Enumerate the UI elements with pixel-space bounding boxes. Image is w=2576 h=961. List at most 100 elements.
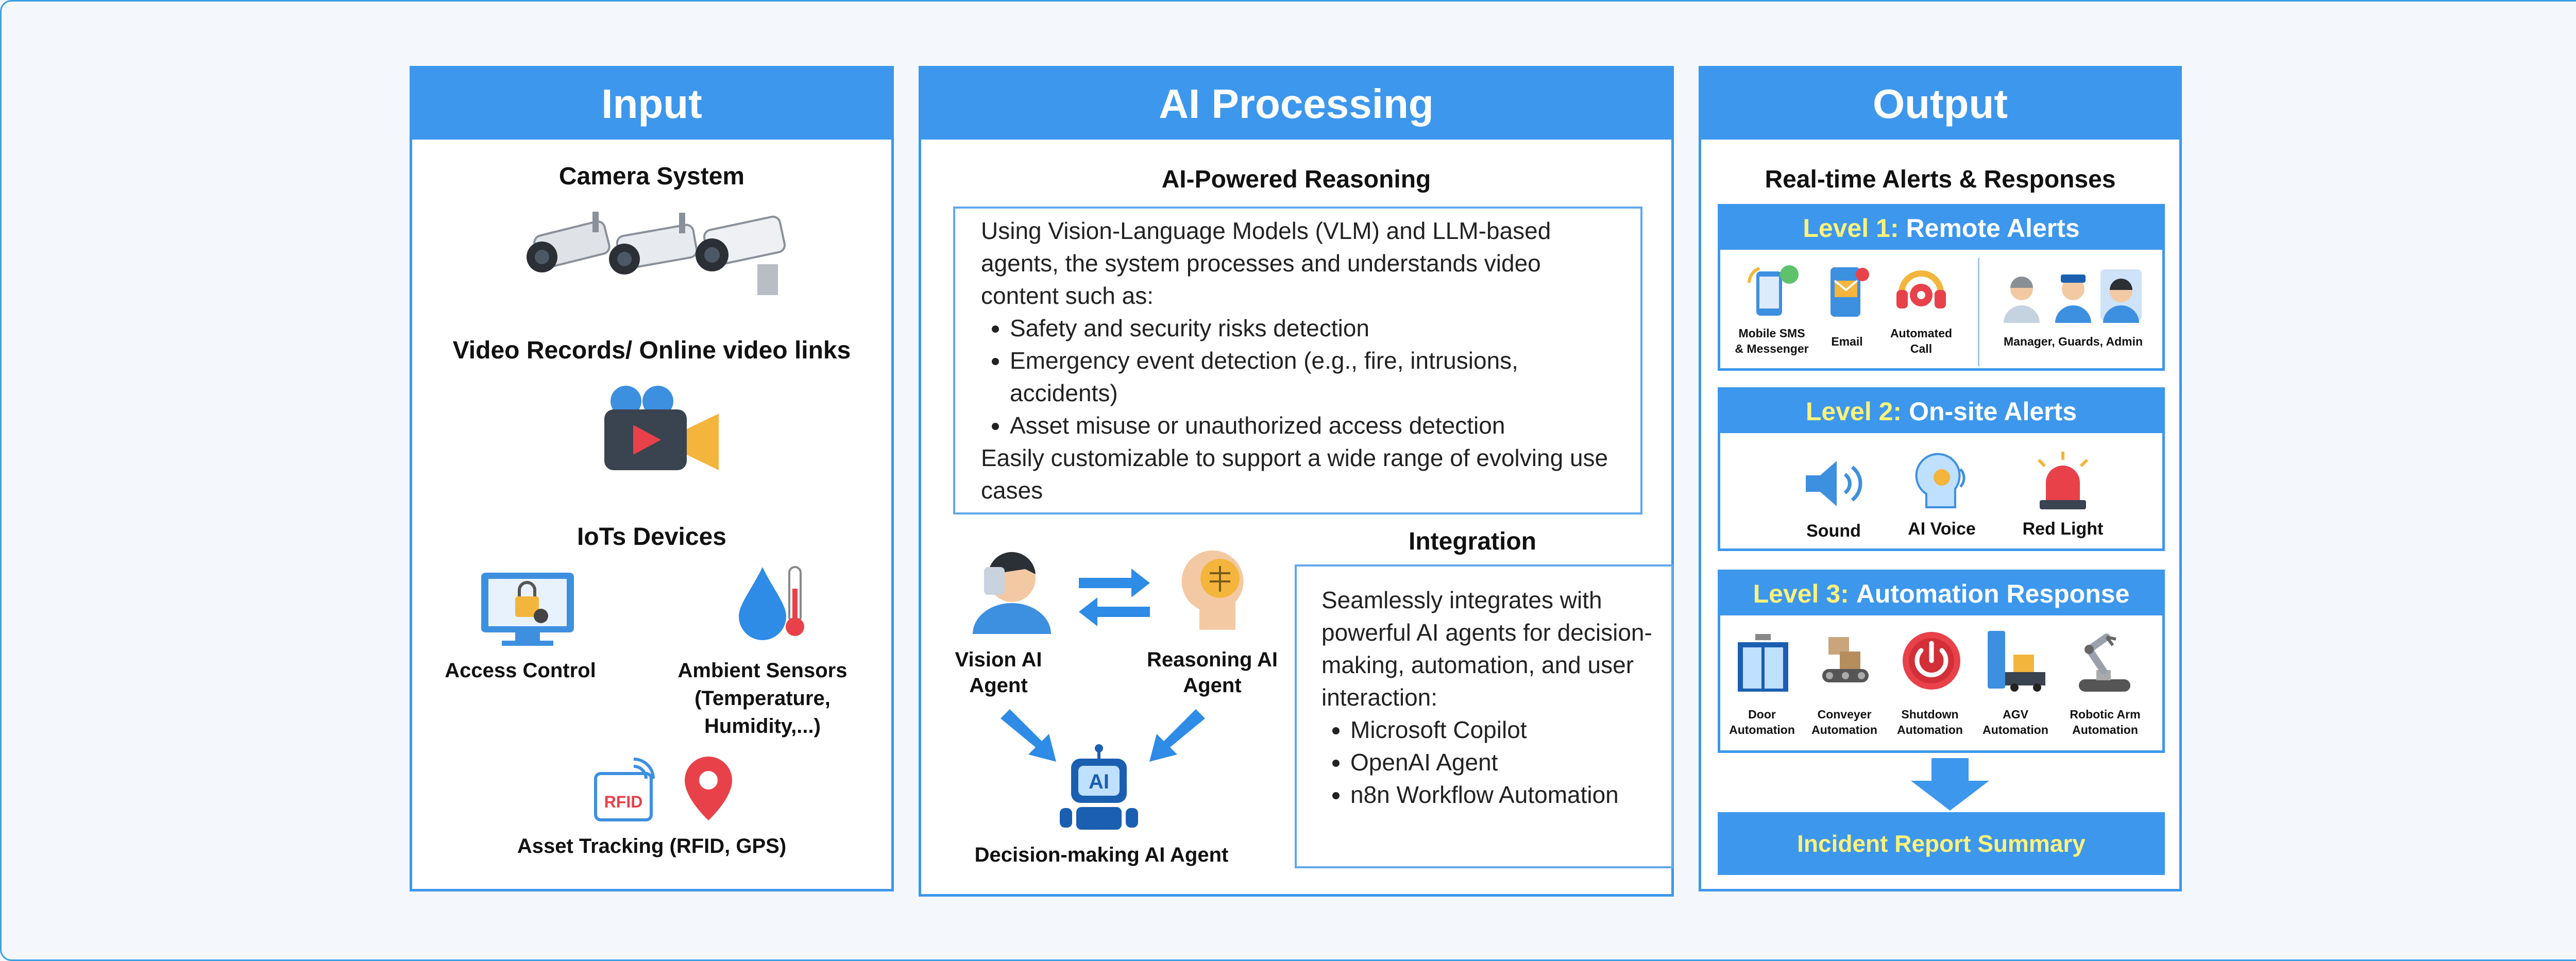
arrow-down-right-icon bbox=[1001, 709, 1056, 762]
level2-header: Level 2: On-site Alerts bbox=[1720, 390, 2162, 433]
level1-header: Level 1: Remote Alerts bbox=[1720, 207, 2162, 250]
incident-report-box: Incident Report Summary bbox=[1718, 812, 2165, 875]
email-icon bbox=[1831, 267, 1869, 317]
ai-badge-text: AI bbox=[1089, 770, 1109, 793]
ai-reasoning-intro: Using Vision-Language Models (VLM) and L… bbox=[981, 217, 1551, 309]
camera-system-title: Camera System bbox=[558, 163, 745, 190]
door-automation-icon bbox=[1738, 634, 1788, 692]
decision-robot-icon: AI bbox=[1060, 744, 1138, 830]
access-control-label: Access Control bbox=[445, 659, 596, 682]
integration-box: Seamlessly integrates with powerful AI a… bbox=[1295, 564, 1673, 868]
integration-item-openai: OpenAI Agent bbox=[1350, 746, 1661, 779]
ai-bullet-asset-misuse: Asset misuse or unauthorized access dete… bbox=[1010, 409, 1618, 442]
robotic-arm-automation-label: Robotic Arm Automation bbox=[2056, 707, 2154, 738]
ai-bullet-safety: Safety and security risks detection bbox=[1010, 312, 1618, 345]
level1-prefix: Level 1: bbox=[1803, 214, 1899, 243]
agv-automation-icon bbox=[1988, 631, 2045, 692]
integration-item-copilot: Microsoft Copilot bbox=[1350, 714, 1661, 746]
decision-agent-label: Decision-making AI Agent bbox=[974, 844, 1229, 866]
input-panel-title: Input bbox=[412, 68, 891, 140]
level2-name: On-site Alerts bbox=[1909, 397, 2077, 426]
shutdown-automation-icon bbox=[1903, 632, 1960, 690]
red-light-label: Red Light bbox=[2022, 519, 2104, 539]
reasoning-agent-icon bbox=[1181, 550, 1244, 630]
agv-automation-label: AGV Automation bbox=[1977, 707, 2054, 738]
integration-item-n8n: n8n Workflow Automation bbox=[1350, 779, 1661, 811]
level3-prefix: Level 3: bbox=[1753, 579, 1849, 608]
email-label: Email bbox=[1831, 335, 1863, 348]
input-panel: Input Camera System Video Records/ Onlin… bbox=[410, 66, 894, 891]
robotic-arm-label-1: Robotic Arm bbox=[2070, 708, 2141, 721]
alerts-title: Real-time Alerts & Responses bbox=[1765, 166, 2116, 193]
conveyer-automation-label-2: Automation bbox=[1811, 723, 1877, 736]
level3-box: Level 3: Automation Response Door Automa… bbox=[1718, 570, 2165, 753]
vision-agent-label: Vision AI Agent bbox=[937, 647, 1060, 698]
conveyer-automation-label-1: Conveyer bbox=[1817, 708, 1872, 721]
staff-icon bbox=[2004, 269, 2142, 323]
level1-box: Level 1: Remote Alerts Mobile SMS & Mess… bbox=[1718, 204, 2165, 371]
mobile-sms-label: Mobile SMS & Messenger bbox=[1725, 326, 1818, 357]
ai-reasoning-bullets: Safety and security risks detection Emer… bbox=[981, 312, 1618, 442]
vision-agent-icon bbox=[973, 552, 1051, 634]
vision-agent-label-1: Vision AI bbox=[955, 648, 1042, 671]
video-camera-icon bbox=[604, 386, 719, 470]
output-panel-title: Output bbox=[1701, 68, 2179, 140]
ambient-detail-2: Humidity,...) bbox=[704, 715, 821, 737]
shutdown-automation-label-1: Shutdown bbox=[1901, 708, 1959, 721]
level2-box: Level 2: On-site Alerts Sound AI Voice R… bbox=[1718, 387, 2165, 551]
conveyer-automation-label: Conveyer Automation bbox=[1806, 707, 1883, 738]
mobile-sms-icon bbox=[1748, 265, 1799, 316]
gps-pin-icon bbox=[685, 757, 732, 820]
rfid-text: RFID bbox=[604, 793, 643, 811]
arrow-down-left-icon bbox=[1149, 709, 1205, 762]
door-automation-label-2: Automation bbox=[1729, 723, 1795, 736]
level2-prefix: Level 2: bbox=[1805, 397, 1902, 426]
door-automation-label-1: Door bbox=[1748, 708, 1776, 721]
arrow-down-icon bbox=[1911, 758, 1989, 811]
reasoning-agent-label-1: Reasoning AI bbox=[1146, 648, 1278, 671]
shutdown-automation-label: Shutdown Automation bbox=[1891, 707, 1969, 738]
shutdown-automation-label-2: Automation bbox=[1897, 723, 1963, 736]
ai-voice-label: AI Voice bbox=[1908, 519, 1976, 539]
level3-header: Level 3: Automation Response bbox=[1720, 572, 2162, 615]
ambient-sensor-icon bbox=[739, 566, 804, 640]
incident-report-label: Incident Report Summary bbox=[1797, 830, 2086, 857]
sound-label: Sound bbox=[1806, 521, 1861, 541]
ambient-sensors-title: Ambient Sensors bbox=[677, 659, 848, 682]
ai-bullet-emergency: Emergency event detection (e.g., fire, i… bbox=[1010, 345, 1618, 409]
conveyer-automation-icon bbox=[1822, 637, 1869, 682]
robotic-arm-label-2: Automation bbox=[2072, 723, 2138, 736]
reasoning-agent-label: Reasoning AI Agent bbox=[1127, 647, 1297, 698]
ambient-detail-1: (Temperature, bbox=[694, 687, 831, 710]
mobile-sms-label-1: Mobile SMS bbox=[1738, 327, 1805, 340]
staff-label: Manager, Guards, Admin bbox=[2003, 335, 2143, 348]
automated-call-icon bbox=[1896, 270, 1946, 308]
cctv-cameras-icon bbox=[527, 212, 786, 295]
integration-text: Seamlessly integrates with powerful AI a… bbox=[1321, 587, 1652, 711]
mobile-sms-label-2: & Messenger bbox=[1735, 341, 1809, 355]
ai-reasoning-title: AI-Powered Reasoning bbox=[1161, 166, 1431, 193]
reasoning-agent-label-2: Agent bbox=[1183, 674, 1242, 697]
red-light-icon bbox=[2037, 452, 2089, 509]
level1-divider bbox=[1978, 258, 1979, 366]
automated-call-label-1: Automated bbox=[1890, 327, 1953, 340]
door-automation-label: Door Automation bbox=[1723, 707, 1801, 738]
integration-title: Integration bbox=[1409, 528, 1536, 555]
automated-call-label: Automated Call bbox=[1880, 326, 1962, 357]
video-records-title: Video Records/ Online video links bbox=[452, 337, 851, 364]
sound-speaker-icon bbox=[1806, 461, 1862, 506]
access-control-icon bbox=[481, 573, 574, 646]
iot-devices-title: IoTs Devices bbox=[577, 523, 726, 551]
robotic-arm-icon bbox=[2079, 633, 2130, 692]
automated-call-label-2: Call bbox=[1910, 341, 1933, 355]
ai-processing-panel: AI Processing AI-Powered Reasoning Using… bbox=[919, 66, 1674, 897]
ambient-sensors-label: Ambient Sensors (Temperature, Humidity,.… bbox=[654, 657, 871, 740]
agv-automation-label-2: Automation bbox=[1982, 723, 2048, 736]
ai-reasoning-box: Using Vision-Language Models (VLM) and L… bbox=[953, 207, 1642, 514]
integration-list: Microsoft Copilot OpenAI Agent n8n Workf… bbox=[1321, 714, 1661, 811]
swap-arrows-icon bbox=[1079, 569, 1150, 626]
asset-tracking-label: Asset Tracking (RFID, GPS) bbox=[517, 835, 787, 857]
ai-processing-title: AI Processing bbox=[921, 68, 1671, 140]
ai-reasoning-outro: Easily customizable to support a wide ra… bbox=[981, 444, 1608, 504]
vision-agent-label-2: Agent bbox=[969, 674, 1028, 697]
